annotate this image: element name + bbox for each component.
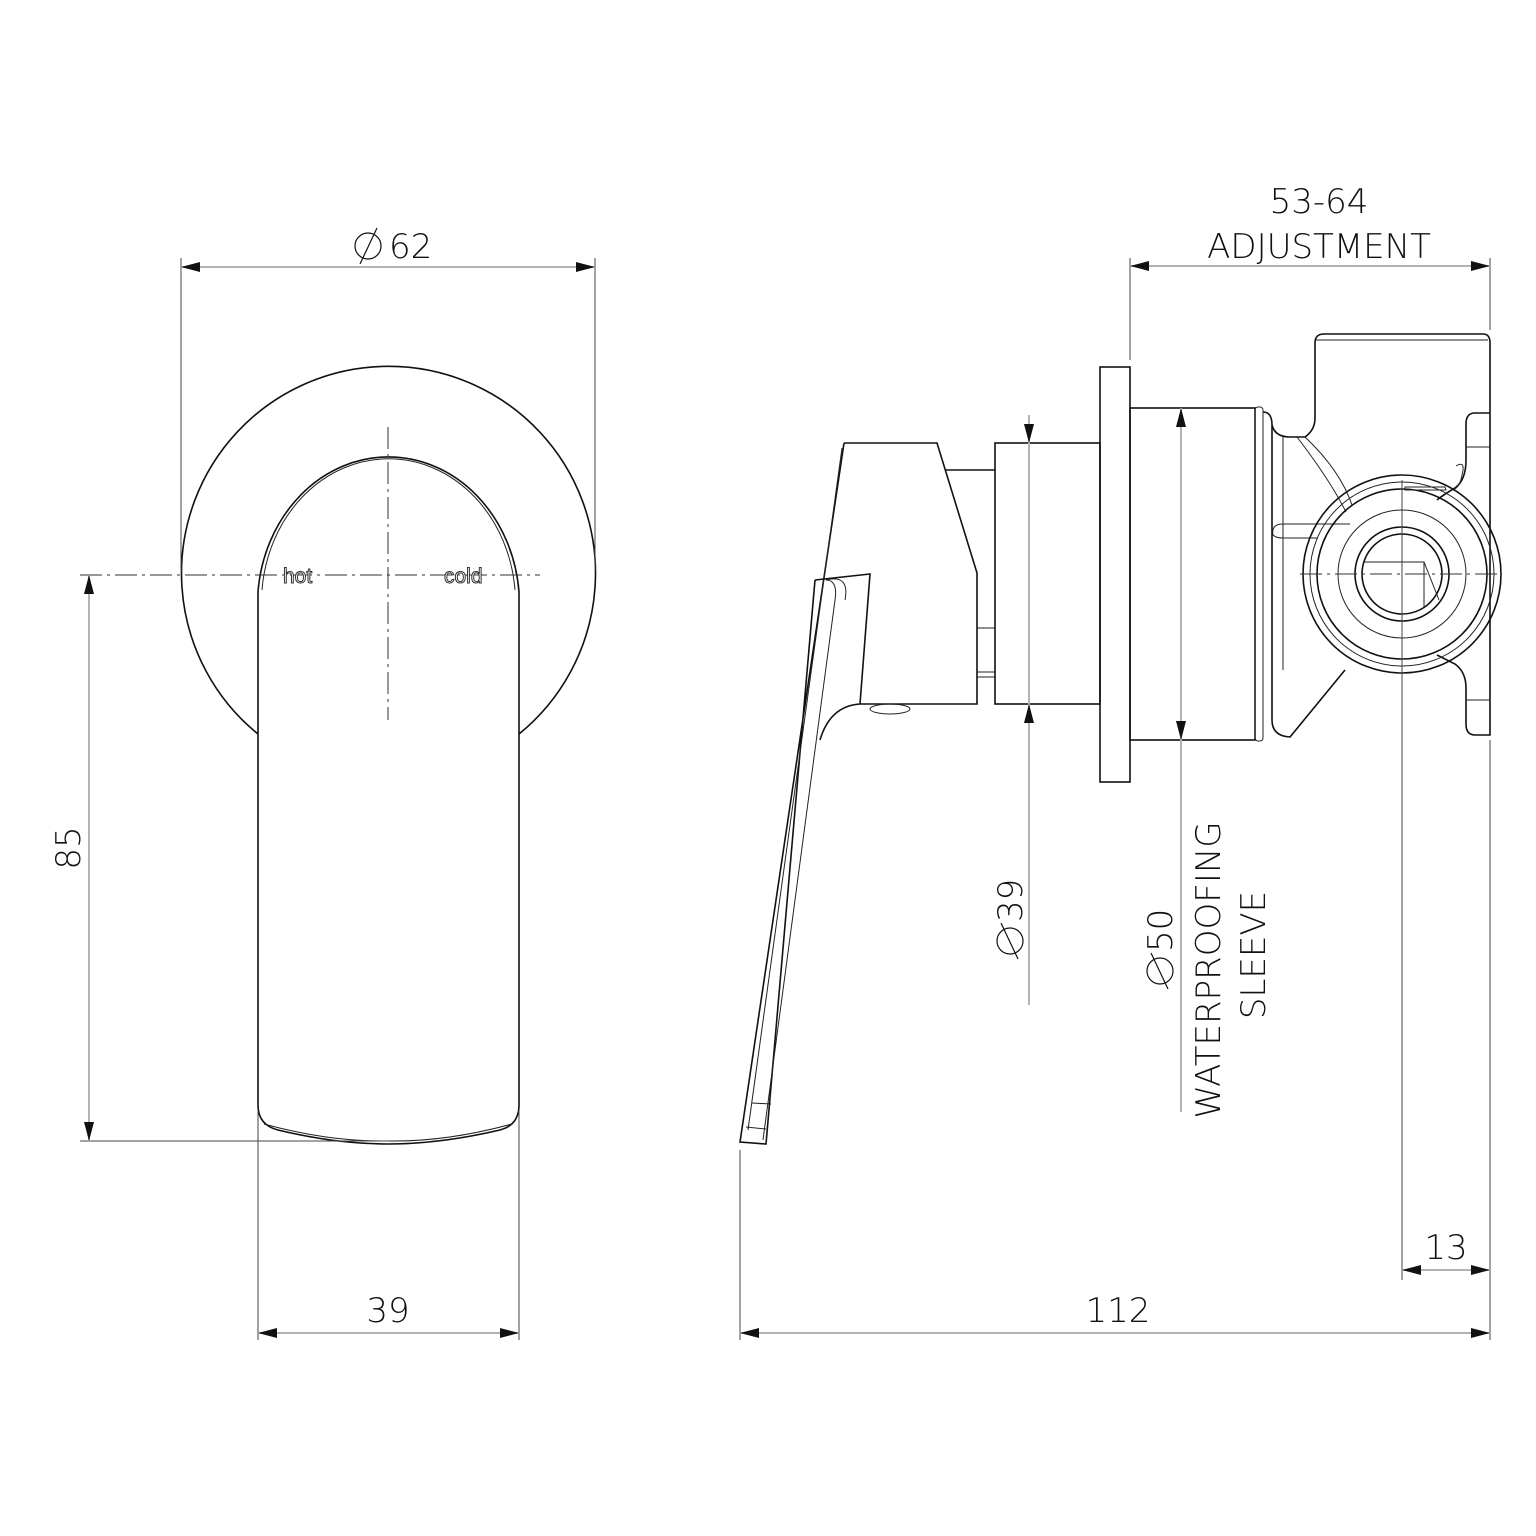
arrow-left-icon (1130, 261, 1149, 271)
arrow-right-icon (576, 262, 595, 272)
arrow-down-icon (1176, 721, 1186, 740)
hot-label: hot (283, 565, 312, 588)
diameter-icon (996, 927, 1024, 955)
diameter-62-label: 62 (354, 227, 432, 267)
lever-bottom-edge (263, 1123, 513, 1142)
svg-text:50: 50 (1141, 909, 1181, 952)
svg-text:62: 62 (389, 227, 432, 267)
arrow-up-icon (84, 575, 94, 594)
diameter-icon (1146, 957, 1174, 985)
arrow-left-icon (258, 1328, 277, 1338)
lever-inner-edge (261, 458, 516, 591)
width-39-label: 39 (366, 1291, 409, 1331)
arrow-right-icon (1471, 1265, 1490, 1275)
lever-hub (819, 442, 978, 741)
adjustment-label: ADJUSTMENT (1207, 227, 1431, 267)
wall-flange (1099, 366, 1131, 783)
arrow-up-icon (1024, 704, 1034, 723)
grub-screw (869, 703, 911, 715)
arrow-right-icon (1471, 261, 1490, 271)
arrow-left-icon (1402, 1265, 1421, 1275)
overall-112-label: 112 (1086, 1291, 1151, 1331)
height-85-label: 85 (49, 826, 89, 869)
valve-body (1262, 333, 1491, 438)
adjustment-range-label: 53-64 (1270, 182, 1369, 222)
front-view: hot cold 62 85 39 (49, 227, 597, 1340)
arrow-down-icon (84, 1122, 94, 1141)
lever-blade (739, 442, 845, 1145)
sleeve-label-line1: WATERPROOFING (1189, 821, 1229, 1118)
arrow-right-icon (500, 1328, 519, 1338)
diameter-39-label: 39 (991, 879, 1031, 960)
arrow-up-icon (1176, 408, 1186, 427)
lever-handle-outline (257, 456, 520, 1145)
wall-plate-outline (180, 365, 597, 735)
waterproofing-sleeve (1129, 407, 1256, 741)
mounting-bracket (1436, 412, 1490, 501)
body-cylinder (994, 442, 1101, 705)
offset-13-label: 13 (1424, 1228, 1467, 1268)
diameter-icon (354, 232, 382, 260)
cold-label: cold (444, 565, 483, 588)
arrow-right-icon (1471, 1328, 1490, 1338)
arrow-left-icon (740, 1328, 759, 1338)
arrow-down-icon (1024, 424, 1034, 443)
arrow-left-icon (181, 262, 200, 272)
svg-text:39: 39 (991, 879, 1031, 922)
diameter-50-label: 50 (1141, 909, 1181, 990)
side-view: 53-64 ADJUSTMENT 39 50 WATERPROOFING SLE… (739, 182, 1502, 1340)
sleeve-label-line2: SLEEVE (1234, 891, 1274, 1019)
